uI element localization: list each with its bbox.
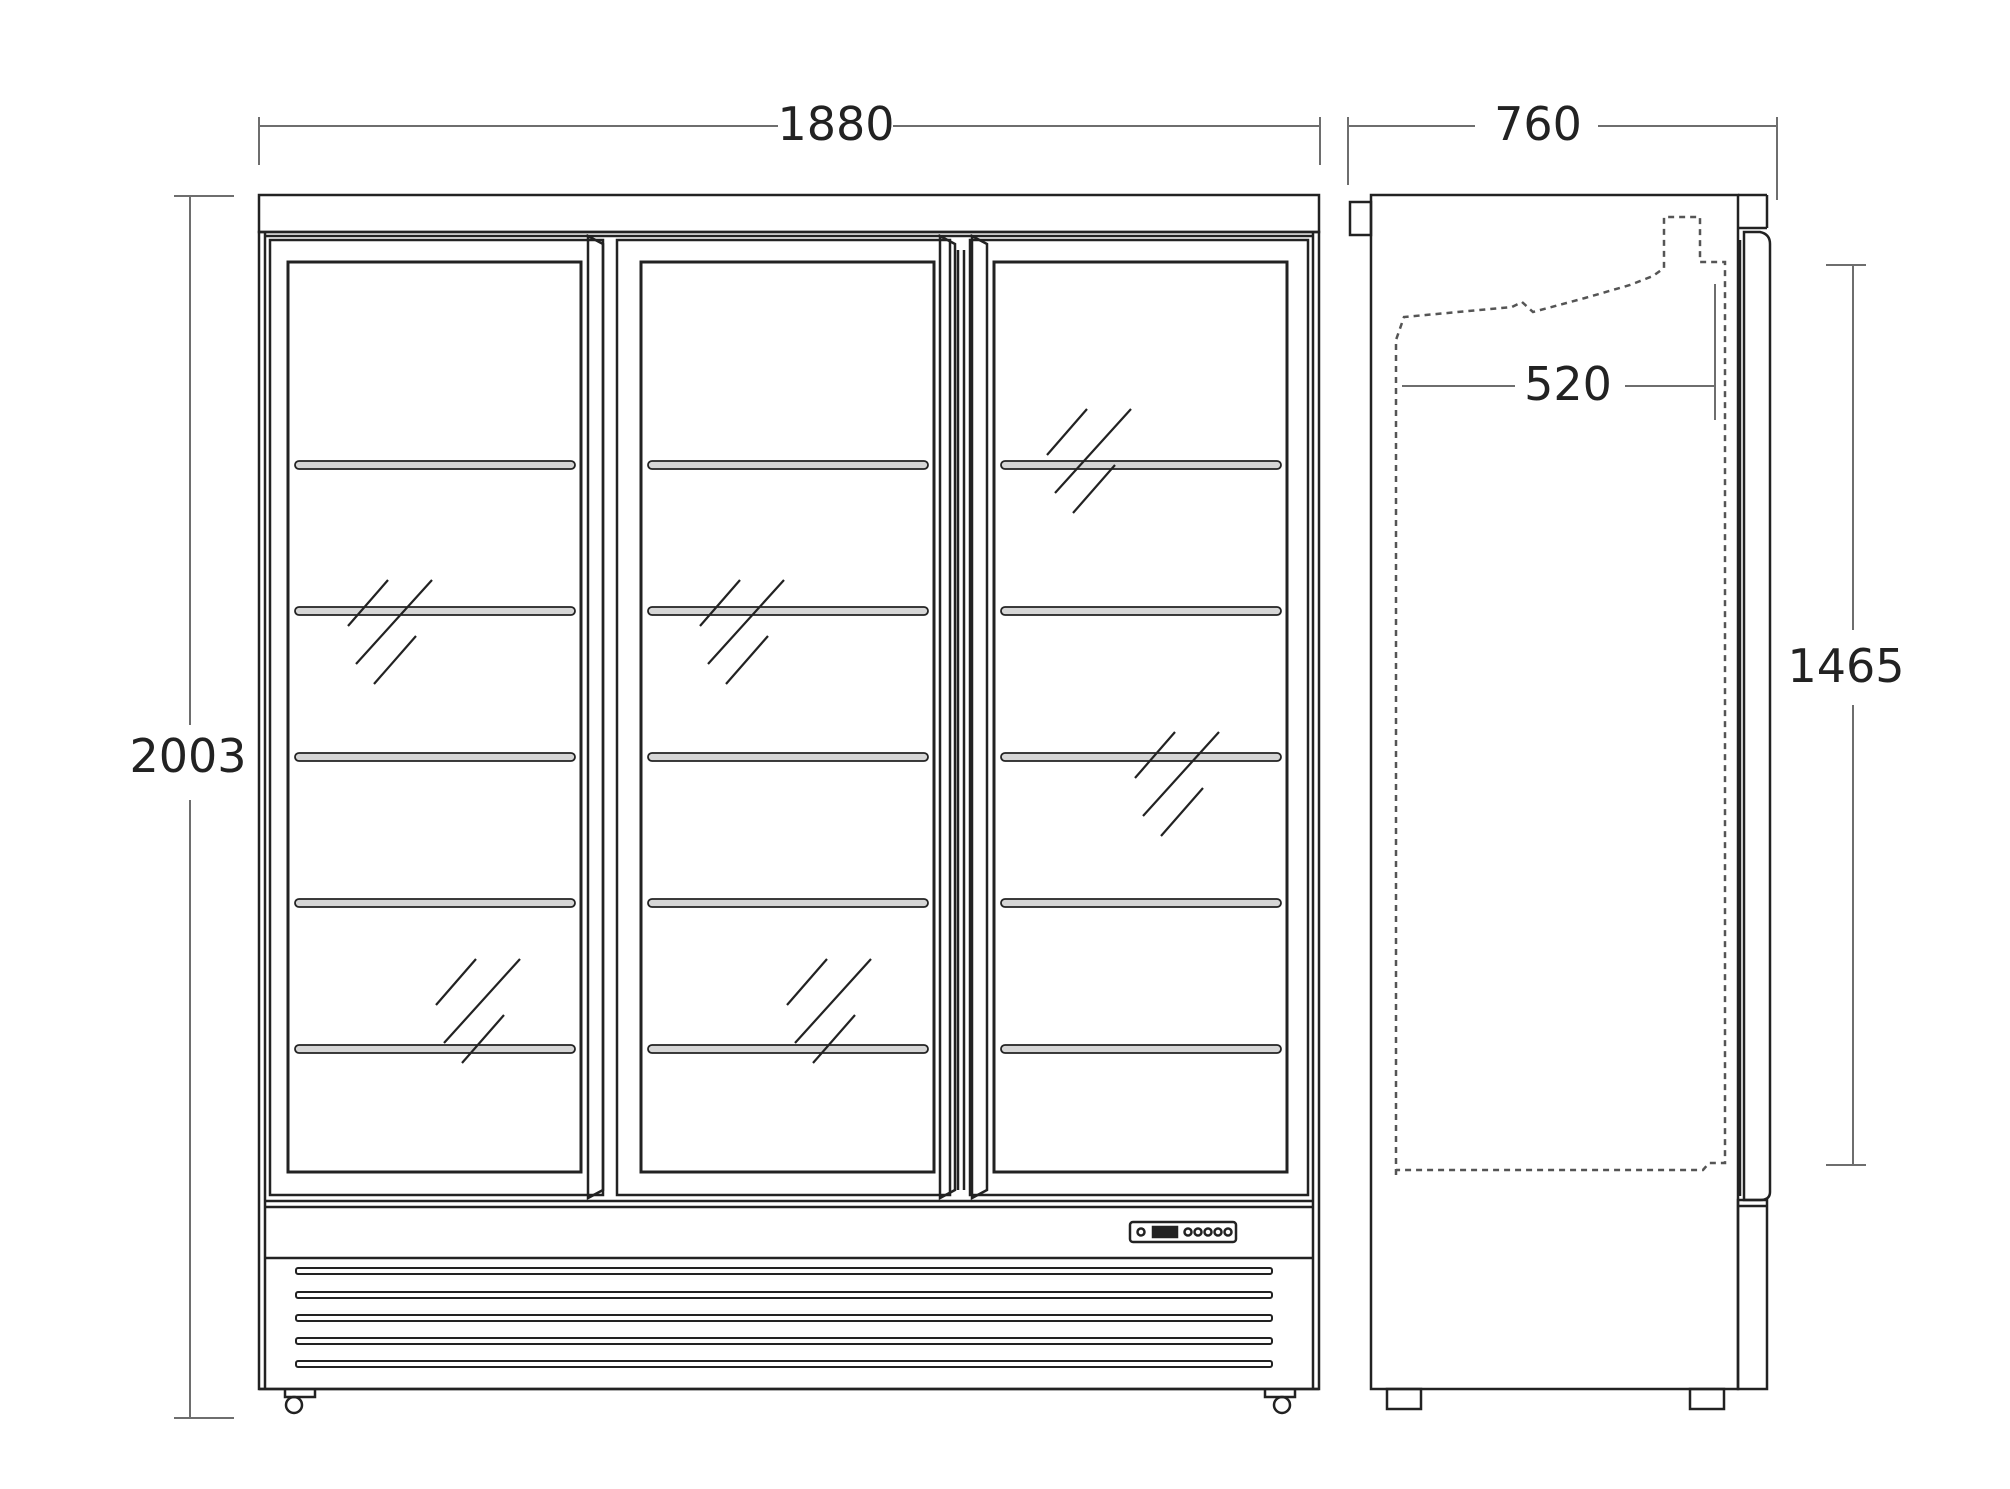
cabinet-top-header [257, 193, 1321, 234]
interior-depth-dimension-label: 520 [1524, 357, 1612, 411]
grille-slat [295, 1337, 1273, 1345]
side-view [1348, 193, 1772, 1411]
cabinet-body [257, 230, 1321, 1391]
shelf [1000, 752, 1282, 762]
shelf [294, 898, 576, 908]
grille-slat [295, 1360, 1273, 1368]
glass-reflection-mark [435, 958, 521, 1064]
glass-reflection-mark [347, 579, 433, 685]
interior-outline [1394, 215, 1727, 1175]
caster-right [1263, 1389, 1297, 1415]
vent-grille [295, 1267, 1273, 1368]
interior-height-dimension-label: 1465 [1787, 639, 1904, 693]
shelf [647, 460, 929, 470]
grille-slat [295, 1291, 1273, 1299]
depth-dimension-label: 760 [1494, 97, 1582, 151]
shelf [1000, 898, 1282, 908]
side-foot-rear [1385, 1387, 1423, 1411]
grille-slat [295, 1267, 1273, 1275]
shelf [1000, 1044, 1282, 1054]
shelf [294, 752, 576, 762]
glass-reflection-mark [699, 579, 785, 685]
shelves [294, 460, 1282, 1054]
shelf [1000, 606, 1282, 616]
shelf [647, 606, 929, 616]
caster-left [283, 1389, 317, 1415]
side-body [1369, 193, 1740, 1391]
shelf [1000, 460, 1282, 470]
door-center [615, 233, 966, 1201]
width-dimension-label: 1880 [777, 97, 894, 151]
glass-reflection-mark [1046, 408, 1132, 514]
shelf [294, 460, 576, 470]
front-view [257, 193, 1321, 1415]
door-right [968, 233, 1310, 1201]
dimension-lines [174, 117, 1866, 1419]
side-back-bumper [1348, 200, 1373, 237]
height-dimension-label: 2003 [129, 729, 246, 783]
shelf [294, 1044, 576, 1054]
side-door-profile [1742, 230, 1772, 1202]
glass-reflection-mark [786, 958, 872, 1064]
door-left [268, 233, 605, 1201]
side-foot-front [1688, 1387, 1726, 1411]
grille-slat [295, 1314, 1273, 1322]
shelf [647, 1044, 929, 1054]
glass-reflection-mark [1134, 731, 1220, 837]
glass-reflections [347, 408, 1220, 1064]
shelf [647, 752, 929, 762]
shelf [647, 898, 929, 908]
shelf [294, 606, 576, 616]
control-panel [1128, 1220, 1238, 1244]
